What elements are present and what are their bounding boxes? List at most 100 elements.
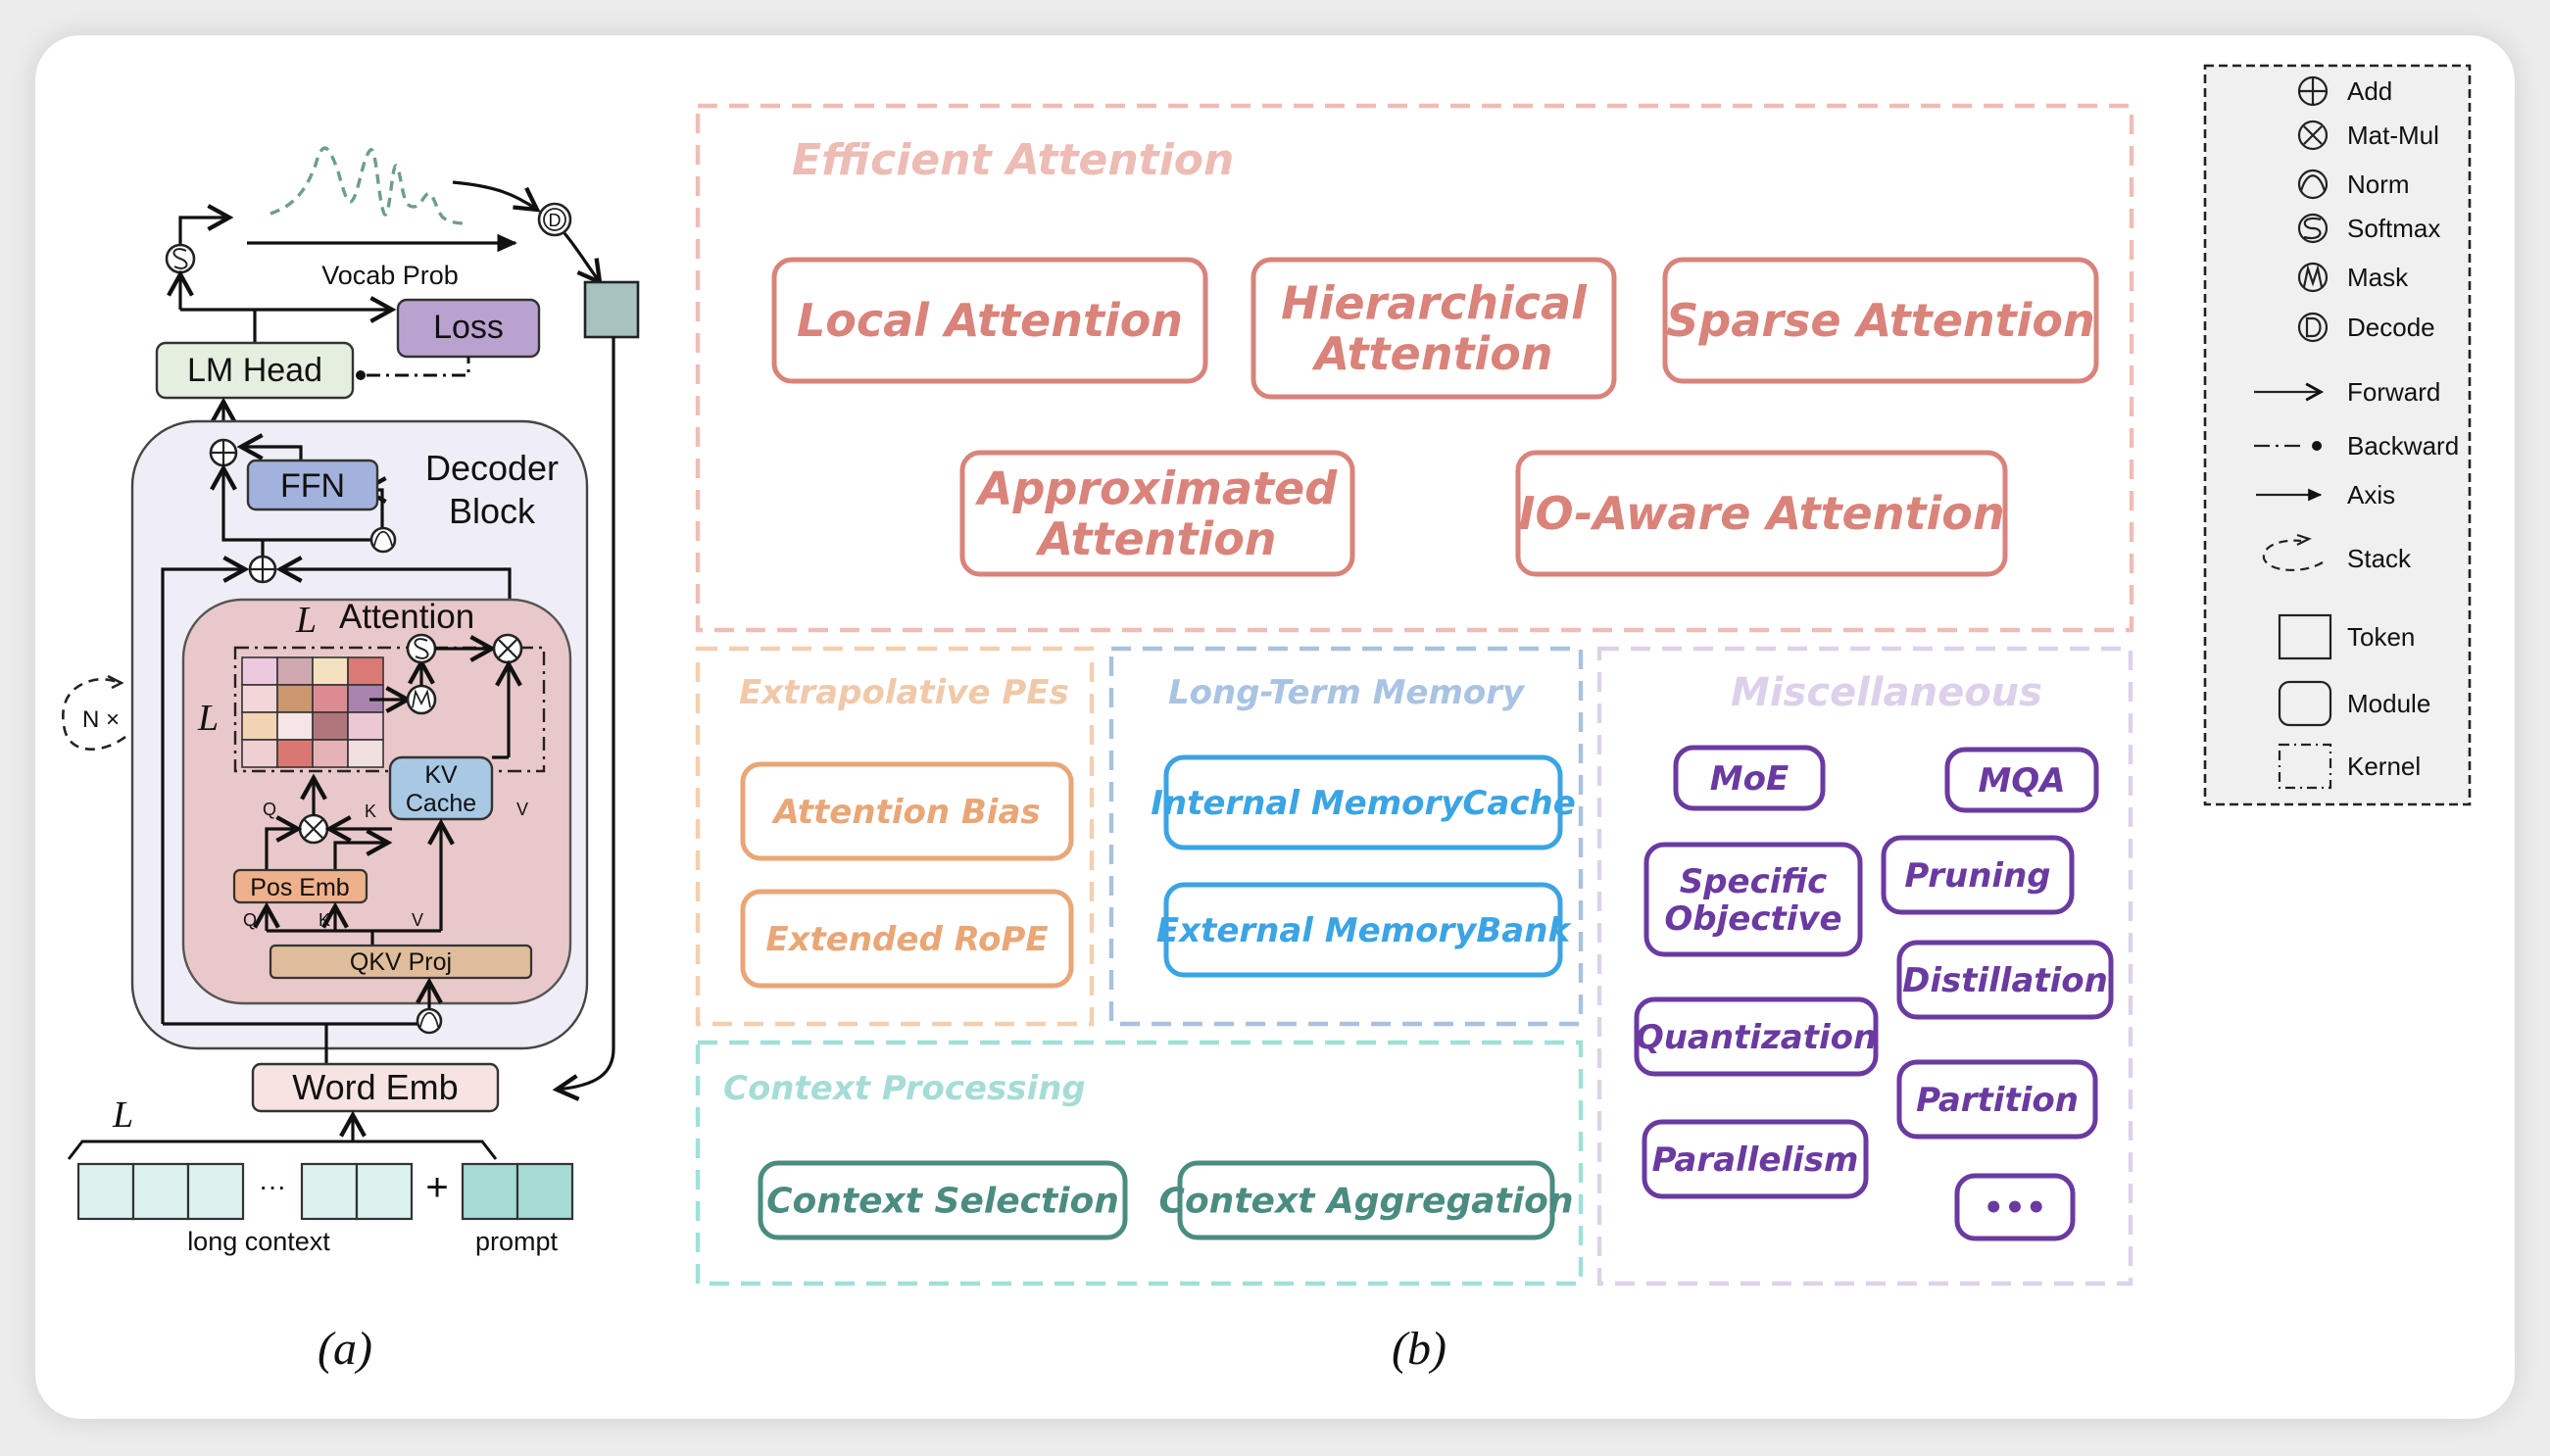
method-chip[interactable]: Internal MemoryCache <box>1151 754 1576 850</box>
method-chip[interactable]: MoE <box>1673 745 1826 811</box>
method-chip-label: MQA <box>1978 761 2065 801</box>
svg-text:D: D <box>549 211 562 230</box>
lm-head-label: LM Head <box>187 352 322 389</box>
attention-matrix-cell <box>276 656 314 686</box>
method-chip-border <box>758 1160 1128 1240</box>
backward-line-icon <box>2254 441 2322 451</box>
method-chip[interactable]: Attention Bias <box>740 761 1074 861</box>
loss-label: Loss <box>433 309 504 346</box>
attention-matrix-cell <box>276 711 314 741</box>
decode-op-icon: D <box>537 202 572 237</box>
seq-length-symbol: L <box>295 600 317 641</box>
kv-cache-label-line1: KV <box>424 761 458 789</box>
softmax-op-icon <box>165 243 196 274</box>
word-emb-module <box>251 1062 500 1113</box>
attention-matrix-cell <box>347 656 384 686</box>
seq-length-symbol: L <box>197 698 219 739</box>
method-chip[interactable]: External MemoryBank <box>1156 882 1573 978</box>
method-chip-label: Partition <box>1916 1081 2079 1120</box>
method-chip[interactable]: Local Attention <box>771 257 1208 384</box>
method-chip-label: Context Aggregation <box>1159 1182 1574 1222</box>
method-chip[interactable]: Extended RoPE <box>740 889 1074 989</box>
key-label: K <box>319 910 330 930</box>
norm-op-icon <box>416 1007 443 1035</box>
prompt-token <box>461 1162 519 1221</box>
method-chip[interactable]: Parallelism <box>1642 1119 1869 1199</box>
mask-icon <box>2297 262 2329 293</box>
legend-label: Backward <box>2347 431 2459 461</box>
method-chip-label: Approximated <box>975 461 1338 514</box>
token-square-icon <box>2278 613 2332 660</box>
ellipsis-label: ··· <box>259 1171 286 1201</box>
context-token <box>300 1162 359 1221</box>
legend-item: Decode <box>2297 312 2435 343</box>
vocab-distribution-curve <box>270 146 467 225</box>
method-chip[interactable]: Pruning <box>1881 835 2075 915</box>
context-token <box>76 1162 135 1221</box>
legend-label: Axis <box>2347 480 2395 510</box>
method-chip-border <box>1896 1059 2098 1140</box>
method-chip-label: Objective <box>1664 899 1841 939</box>
method-chip[interactable]: MQA <box>1944 747 2099 813</box>
legend-label: Softmax <box>2347 214 2440 243</box>
method-chip[interactable]: Partition <box>1896 1059 2098 1140</box>
method-chip-label: Pruning <box>1904 856 2050 896</box>
method-chip-label: Attention <box>1035 512 1276 565</box>
seq-length-symbol: L <box>112 1094 133 1136</box>
method-chip[interactable]: Context Aggregation <box>1159 1160 1574 1240</box>
category-border <box>695 103 2134 633</box>
legend-item: Add <box>2297 75 2392 107</box>
category-border <box>695 1040 1584 1286</box>
method-chip-border <box>959 450 1355 577</box>
method-chip-border <box>1673 745 1826 811</box>
method-chip-border <box>1250 257 1617 400</box>
method-chip[interactable]: Quantization <box>1634 996 1879 1077</box>
decode-icon <box>2297 312 2329 343</box>
legend: AddMat-MulNormSoftmaxMaskDecodeForwardBa… <box>2203 64 2472 806</box>
legend-label: Mat-Mul <box>2347 121 2439 150</box>
vocab-prob-label: Vocab Prob <box>321 261 459 290</box>
stack-loop-icon <box>62 674 126 751</box>
method-chip-border <box>1643 842 1863 957</box>
method-chip[interactable]: IO-Aware Attention <box>1515 450 2008 577</box>
category-title: Context Processing <box>723 1069 1086 1108</box>
method-chip-border <box>1634 996 1879 1077</box>
mask-op-icon <box>406 684 437 715</box>
category-border <box>695 646 1095 1027</box>
method-chip-border <box>1177 1160 1555 1240</box>
legend-item: Mat-Mul <box>2297 120 2439 151</box>
method-chip-label: Sparse Attention <box>1666 294 2095 347</box>
panel-b-caption: (b) <box>1392 1323 1447 1375</box>
module-rounded-icon <box>2278 680 2332 727</box>
query-label: Q <box>243 910 257 930</box>
legend-label: Stack <box>2347 544 2412 573</box>
method-chip[interactable]: Distillation <box>1896 940 2114 1020</box>
legend-label: Kernel <box>2347 752 2421 781</box>
legend-item: Axis <box>2256 480 2395 510</box>
add-op-icon <box>209 438 238 467</box>
method-chip-label: Local Attention <box>797 294 1183 347</box>
attention-matrix <box>241 656 384 768</box>
method-chip-label: Extended RoPE <box>765 920 1048 959</box>
legend-item: Kernel <box>2278 743 2421 790</box>
method-chip-border <box>1642 1119 1869 1199</box>
method-chip[interactable]: ••• <box>1954 1173 2076 1241</box>
legend-label: Module <box>2347 689 2430 718</box>
attention-matrix-cell <box>312 739 349 768</box>
method-chip-label: Context Selection <box>766 1182 1119 1222</box>
attention-label: Attention <box>339 598 474 636</box>
attention-matrix-cell <box>312 684 349 713</box>
category-title: Long-Term Memory <box>1168 673 1526 712</box>
legend-item: Stack <box>2262 533 2412 573</box>
lm-head-module <box>155 341 355 400</box>
method-chip[interactable]: Sparse Attention <box>1662 257 2099 384</box>
method-chip-label: IO-Aware Attention <box>1518 487 2004 540</box>
ffn-label: FFN <box>280 467 345 505</box>
category-border <box>1108 646 1584 1027</box>
method-chip[interactable]: Context Selection <box>758 1160 1128 1240</box>
legend-item: Norm <box>2297 169 2410 200</box>
decoder-block-label-line2: Block <box>449 491 536 531</box>
